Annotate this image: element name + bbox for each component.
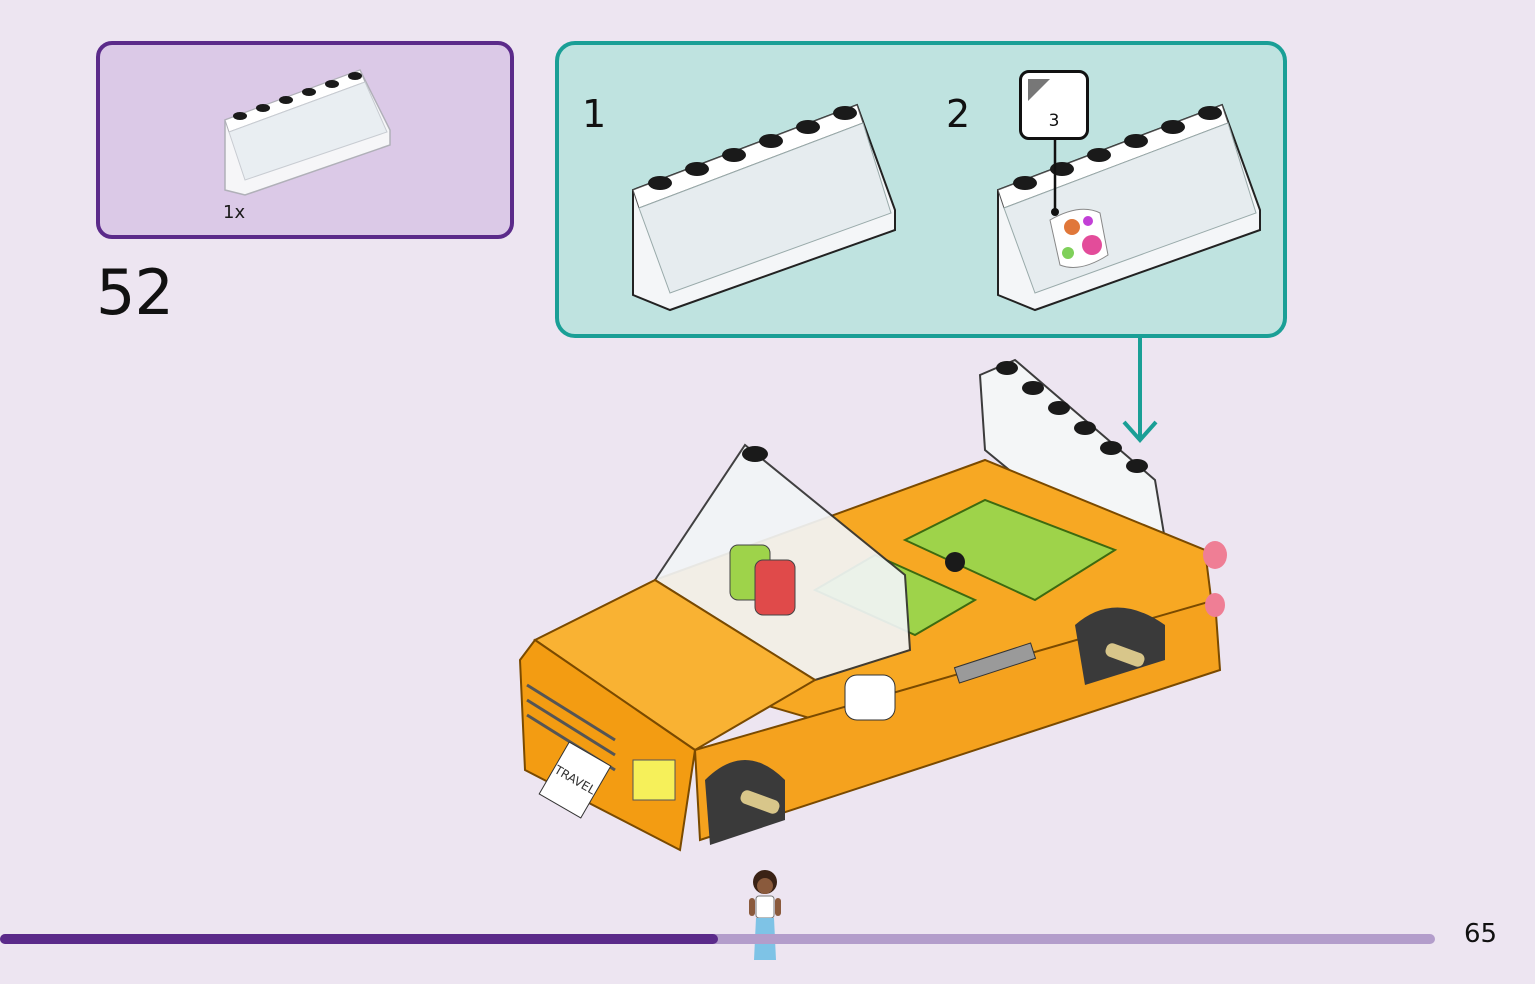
part-quantity: 1x bbox=[223, 202, 246, 223]
car-model-image: TRAVEL bbox=[518, 358, 1227, 852]
build-progress-track bbox=[0, 934, 1435, 944]
minifigure-progress-marker bbox=[749, 870, 781, 960]
sticker-number: 3 bbox=[1048, 111, 1060, 131]
substep-2-label: 2 bbox=[946, 92, 971, 136]
page-number: 65 bbox=[1464, 919, 1498, 949]
substep-1-windscreen-image bbox=[632, 103, 896, 312]
substep-1-label: 1 bbox=[582, 92, 607, 136]
substep-2-windscreen-image bbox=[997, 103, 1261, 312]
build-progress-fill bbox=[0, 934, 718, 944]
sticker-pointer-line bbox=[1051, 138, 1059, 216]
sticker-page-icon bbox=[1028, 79, 1050, 101]
windscreen-part-image bbox=[224, 69, 391, 196]
sticker-sheet-reference: 3 bbox=[1019, 70, 1089, 140]
step-number: 52 bbox=[96, 256, 174, 329]
placement-arrow bbox=[1122, 338, 1158, 444]
